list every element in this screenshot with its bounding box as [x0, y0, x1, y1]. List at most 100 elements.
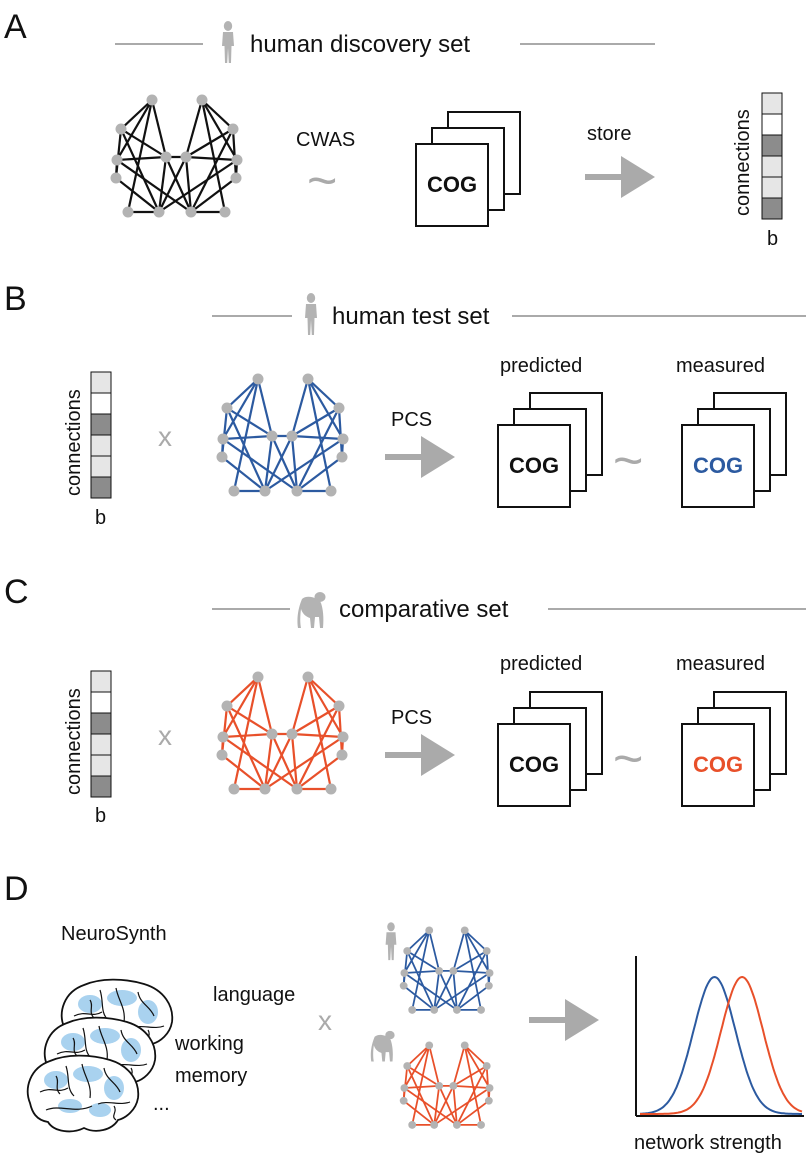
- chimpanzee-icon: [370, 1030, 395, 1062]
- network-edge: [290, 435, 299, 492]
- network-node: [266, 728, 278, 740]
- network-edge: [116, 99, 153, 161]
- network-edge: [201, 99, 238, 161]
- network-edge: [291, 407, 340, 437]
- network-edge: [438, 1085, 458, 1126]
- network-edge: [270, 435, 299, 492]
- network-edge: [456, 985, 490, 1011]
- brain-sulcus: [65, 1065, 75, 1097]
- network-node: [333, 402, 345, 414]
- vector-cell: [90, 371, 112, 394]
- vector-cell: [90, 691, 112, 714]
- network-node: [110, 172, 122, 184]
- network-edge: [256, 378, 274, 437]
- network-edge: [232, 378, 260, 492]
- vector-cell: [761, 176, 783, 199]
- panel-b-method: PCS: [391, 409, 432, 431]
- network-edge: [453, 1084, 490, 1089]
- network-edge: [404, 1084, 440, 1089]
- network-edge: [291, 705, 340, 735]
- network-node: [403, 1062, 412, 1070]
- network-node: [435, 1081, 444, 1090]
- cog-label: COG: [427, 172, 477, 197]
- brain-sulcus: [73, 1011, 103, 1017]
- network-edge: [126, 99, 154, 213]
- network-edge: [296, 705, 340, 790]
- network-node: [286, 728, 298, 740]
- vector-cell: [90, 392, 112, 415]
- network-edge: [222, 378, 259, 440]
- network-node: [430, 1006, 439, 1014]
- network-node: [286, 430, 298, 442]
- panel-a: A human discovery set CWAS ~ COG store c…: [4, 8, 783, 250]
- network-edge: [411, 930, 431, 1011]
- network-node: [449, 1081, 458, 1090]
- network-node: [153, 206, 165, 218]
- network-edge: [403, 1100, 435, 1126]
- panel-c-measured-label: measured: [676, 653, 765, 675]
- panel-b-predicted-label: predicted: [500, 355, 582, 377]
- panel-a-vector-sub: b: [767, 228, 778, 250]
- vector-cell: [761, 155, 783, 178]
- network-node: [325, 783, 337, 795]
- network-edge: [150, 99, 168, 158]
- document-stack-icon: COG: [415, 111, 521, 227]
- connections-vector: [761, 92, 783, 220]
- panel-d-letter: D: [4, 870, 29, 908]
- brain-sulcus: [39, 1087, 69, 1093]
- network-edge: [411, 1045, 431, 1126]
- network-edge: [291, 732, 344, 739]
- network-edge: [290, 676, 310, 735]
- network-edge: [290, 733, 299, 790]
- network-edge: [406, 1044, 430, 1067]
- vector-cell: [90, 754, 112, 777]
- network-edge: [428, 930, 441, 972]
- network-edge: [290, 378, 310, 437]
- panel-b-letter: B: [4, 280, 27, 318]
- panel-b-times: x: [158, 421, 172, 452]
- network-edge: [225, 705, 267, 790]
- network-edge: [201, 99, 234, 130]
- network-node: [336, 749, 348, 761]
- network-edge: [264, 438, 344, 492]
- network-edge: [221, 754, 266, 790]
- network-edge: [190, 177, 237, 213]
- network-edge: [222, 434, 273, 441]
- network-node: [435, 966, 444, 975]
- network-edge: [433, 972, 491, 1011]
- network-edge: [306, 676, 333, 790]
- network-edge: [307, 676, 340, 707]
- network-icon: [216, 671, 349, 795]
- panel-c-times: x: [158, 720, 172, 751]
- vector-cell: [761, 92, 783, 115]
- network-node: [111, 154, 123, 166]
- network-edge: [456, 1100, 490, 1126]
- network-edge: [184, 99, 204, 158]
- network-icon: [399, 926, 494, 1014]
- panel-b-vector-sub: b: [95, 507, 106, 529]
- network-edge: [307, 378, 340, 409]
- network-edge: [119, 128, 161, 213]
- brain-sulcus: [81, 1063, 91, 1099]
- network-edge: [185, 128, 234, 158]
- network-edge: [115, 177, 160, 213]
- vector-cell: [90, 712, 112, 735]
- network-node: [217, 731, 229, 743]
- cog-label: COG: [509, 752, 559, 777]
- network-edge: [116, 155, 167, 162]
- network-edge: [226, 676, 259, 707]
- brain-activation: [78, 995, 102, 1013]
- panel-d-times: x: [318, 1005, 332, 1036]
- panel-d-term-memory: memory: [175, 1065, 247, 1087]
- vector-cell: [761, 113, 783, 136]
- network-edge: [463, 1045, 482, 1126]
- network-edge: [296, 754, 343, 790]
- tilde-icon: ~: [613, 432, 643, 490]
- panel-c-method: PCS: [391, 707, 432, 729]
- network-edge: [464, 929, 488, 952]
- network-edge: [428, 1045, 441, 1087]
- network-edge: [116, 159, 192, 213]
- network-edge: [264, 733, 293, 790]
- vector-cell: [90, 733, 112, 756]
- network-edge: [221, 456, 266, 492]
